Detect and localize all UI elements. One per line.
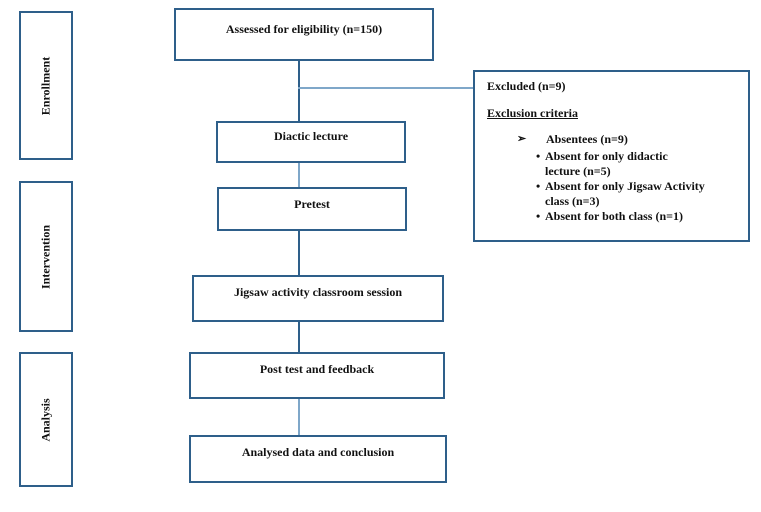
exclusion-item-2-line1: Absent for only Jigsaw Activity	[545, 179, 705, 193]
pretest-box: Pretest	[217, 187, 407, 231]
bullet-icon: •	[536, 179, 541, 193]
phase-analysis-label: Analysis	[38, 397, 53, 442]
connector-to-excluded	[298, 87, 474, 89]
absentees-label: Absentees (n=9)	[546, 132, 628, 146]
exclusion-item-2-line2: class (n=3)	[545, 194, 600, 208]
phase-enrollment: Enrollment	[19, 11, 73, 160]
bullet-icon: •	[536, 209, 541, 223]
exclusion-criteria-heading: Exclusion criteria	[487, 106, 578, 120]
phase-analysis: Analysis	[19, 352, 73, 487]
exclusion-item-1-line1: Absent for only didactic	[545, 149, 668, 163]
excluded-title: Excluded (n=9)	[487, 79, 566, 93]
assessed-box: Assessed for eligibility (n=150)	[174, 8, 434, 61]
excluded-box: Excluded (n=9) Exclusion criteria ➢ Abse…	[473, 70, 750, 242]
connector-didactic-pretest	[298, 162, 300, 188]
analysed-box: Analysed data and conclusion	[189, 435, 447, 483]
exclusion-item-3: Absent for both class (n=1)	[545, 209, 683, 224]
arrow-bullet-icon: ➢	[517, 133, 527, 145]
didactic-lecture-label: Diactic lecture	[273, 129, 349, 143]
phase-enrollment-label: Enrollment	[38, 56, 53, 115]
exclusion-item-1-line2: lecture (n=5)	[545, 164, 611, 178]
phase-intervention-label: Intervention	[38, 224, 53, 289]
connector-posttest-analysed	[298, 398, 300, 436]
analysed-label: Analysed data and conclusion	[241, 445, 395, 459]
exclusion-item-3-line1: Absent for both class (n=1)	[545, 209, 683, 223]
connector-assessed-didactic	[298, 60, 300, 122]
exclusion-item-1: Absent for only didactic lecture (n=5)	[545, 149, 668, 179]
jigsaw-session-box: Jigsaw activity classroom session	[192, 275, 444, 322]
didactic-lecture-box: Diactic lecture	[216, 121, 406, 163]
bullet-icon: •	[536, 149, 541, 163]
posttest-box: Post test and feedback	[189, 352, 445, 399]
phase-intervention: Intervention	[19, 181, 73, 332]
posttest-label: Post test and feedback	[259, 362, 375, 376]
exclusion-item-2: Absent for only Jigsaw Activity class (n…	[545, 179, 705, 209]
connector-jigsaw-posttest	[298, 320, 300, 353]
jigsaw-session-label: Jigsaw activity classroom session	[233, 285, 403, 299]
assessed-label: Assessed for eligibility (n=150)	[225, 22, 383, 36]
connector-pretest-jigsaw	[298, 230, 300, 276]
pretest-label: Pretest	[294, 197, 330, 211]
